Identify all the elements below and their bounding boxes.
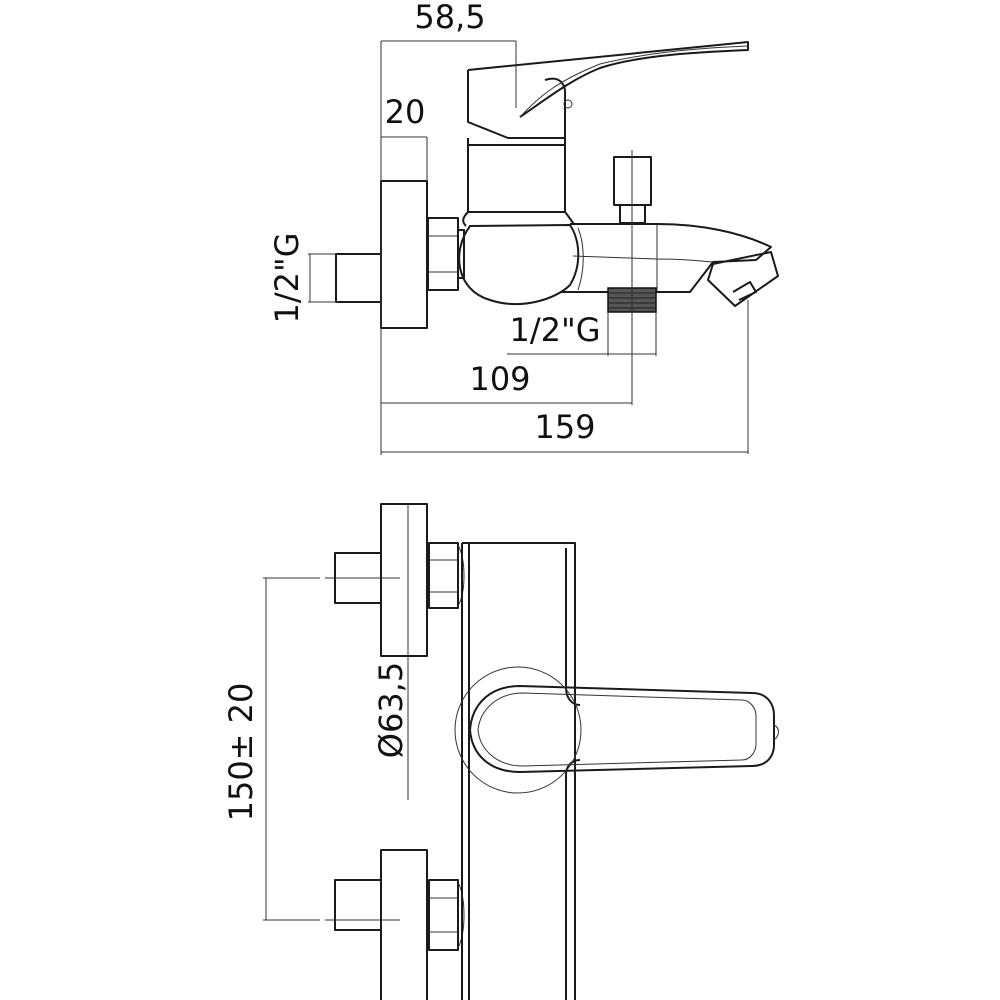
handle-lever-front <box>469 685 775 773</box>
lower-nut <box>428 879 465 951</box>
cartridge-cover <box>454 666 582 794</box>
handle-lever <box>467 41 749 139</box>
upper-wall-flange <box>380 503 428 657</box>
inlet-pipe <box>335 253 382 303</box>
front-view: 150± 20 Ø63,5 <box>222 503 779 1000</box>
dimension-109: 109 <box>381 360 632 404</box>
side-view: 58,5 20 1/2"G 1/2"G 109 159 <box>268 0 779 455</box>
dimension-20: 20 <box>381 93 428 181</box>
wall-flange <box>380 180 428 329</box>
dimension-outlet-thread: 1/2"G <box>507 311 657 356</box>
spout-aerator <box>707 251 779 307</box>
connection-nut <box>427 217 465 291</box>
dim-label: 109 <box>469 360 530 398</box>
lower-wall-flange <box>380 849 428 1000</box>
dimension-159: 159 <box>381 300 749 454</box>
spout <box>560 223 772 293</box>
dim-label: 58,5 <box>414 0 485 36</box>
dimension-58-5: 58,5 <box>380 0 517 455</box>
dim-label: Ø63,5 <box>372 662 410 758</box>
dim-label: 150± 20 <box>222 683 260 822</box>
dim-label: 1/2"G <box>268 232 306 323</box>
dimension-diameter: Ø63,5 <box>372 662 410 758</box>
lower-inlet-pipe <box>334 879 382 931</box>
upper-nut <box>428 542 465 609</box>
mixer-ball <box>458 224 580 306</box>
dimension-150: 150± 20 <box>222 577 400 921</box>
mixer-body <box>467 138 566 213</box>
dim-label: 1/2"G <box>509 311 600 349</box>
dimension-inlet-thread: 1/2"G <box>268 232 336 324</box>
dim-label: 159 <box>534 408 595 446</box>
dim-label: 20 <box>385 93 426 131</box>
